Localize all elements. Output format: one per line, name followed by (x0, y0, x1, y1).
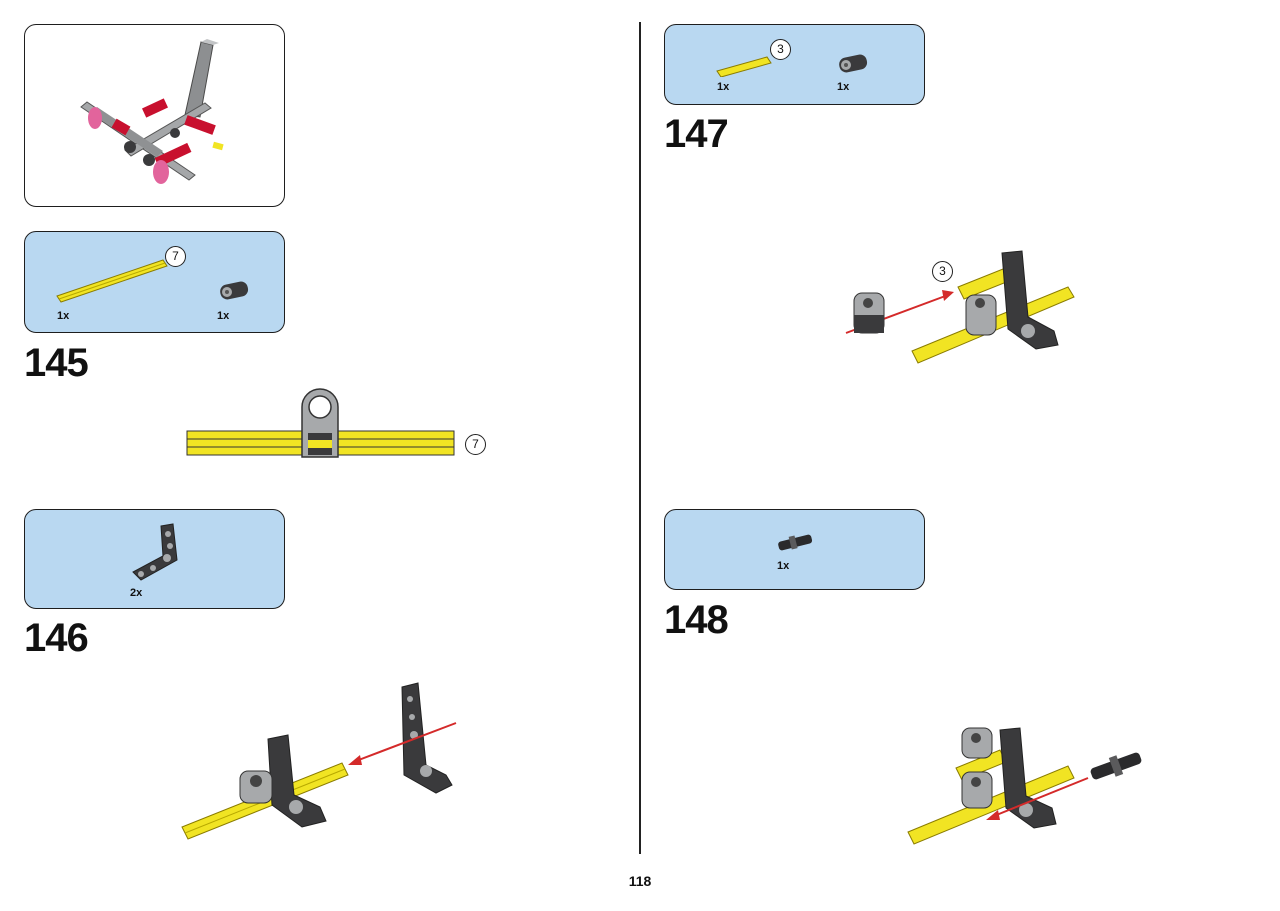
part-quantity: 1x (777, 560, 790, 572)
page-number: 118 (628, 873, 652, 889)
axle-length-callout: 7 (465, 434, 486, 455)
axle-pin-connector-icon (220, 281, 249, 300)
subassembly-model-image (80, 39, 224, 184)
part-quantity: 2x (130, 587, 143, 599)
axle-joiner-icon (778, 534, 813, 551)
part-quantity: 1x (57, 310, 70, 322)
part-quantity: 1x (837, 81, 850, 93)
step-number: 148 (664, 598, 729, 642)
part-quantity: 1x (717, 81, 730, 93)
step-number: 147 (664, 112, 729, 156)
step-147-illustration (845, 250, 1075, 364)
step-145-parts-panel: 7 1x 1x (24, 231, 285, 333)
step-148-illustration (907, 727, 1142, 845)
step-145-illustration (186, 388, 455, 458)
step-146-parts-panel: 2x (24, 509, 285, 609)
yellow-axle-icon (56, 259, 168, 303)
step-number: 145 (24, 341, 89, 385)
axle-length-callout: 3 (932, 261, 953, 282)
step-146-illustration (181, 682, 457, 840)
axle-length-callout: 7 (165, 246, 186, 267)
subassembly-result-panel (24, 24, 285, 207)
step-148-parts-panel: 1x (664, 509, 925, 590)
l-beam-icon (132, 523, 178, 581)
axle-length-callout: 3 (770, 39, 791, 60)
step-147-parts-panel: 3 1x 1x (664, 24, 925, 105)
step-number: 146 (24, 616, 89, 660)
axle-pin-connector-icon (839, 54, 868, 73)
part-quantity: 1x (217, 310, 230, 322)
yellow-axle-icon (716, 56, 772, 77)
page-divider (639, 22, 641, 854)
